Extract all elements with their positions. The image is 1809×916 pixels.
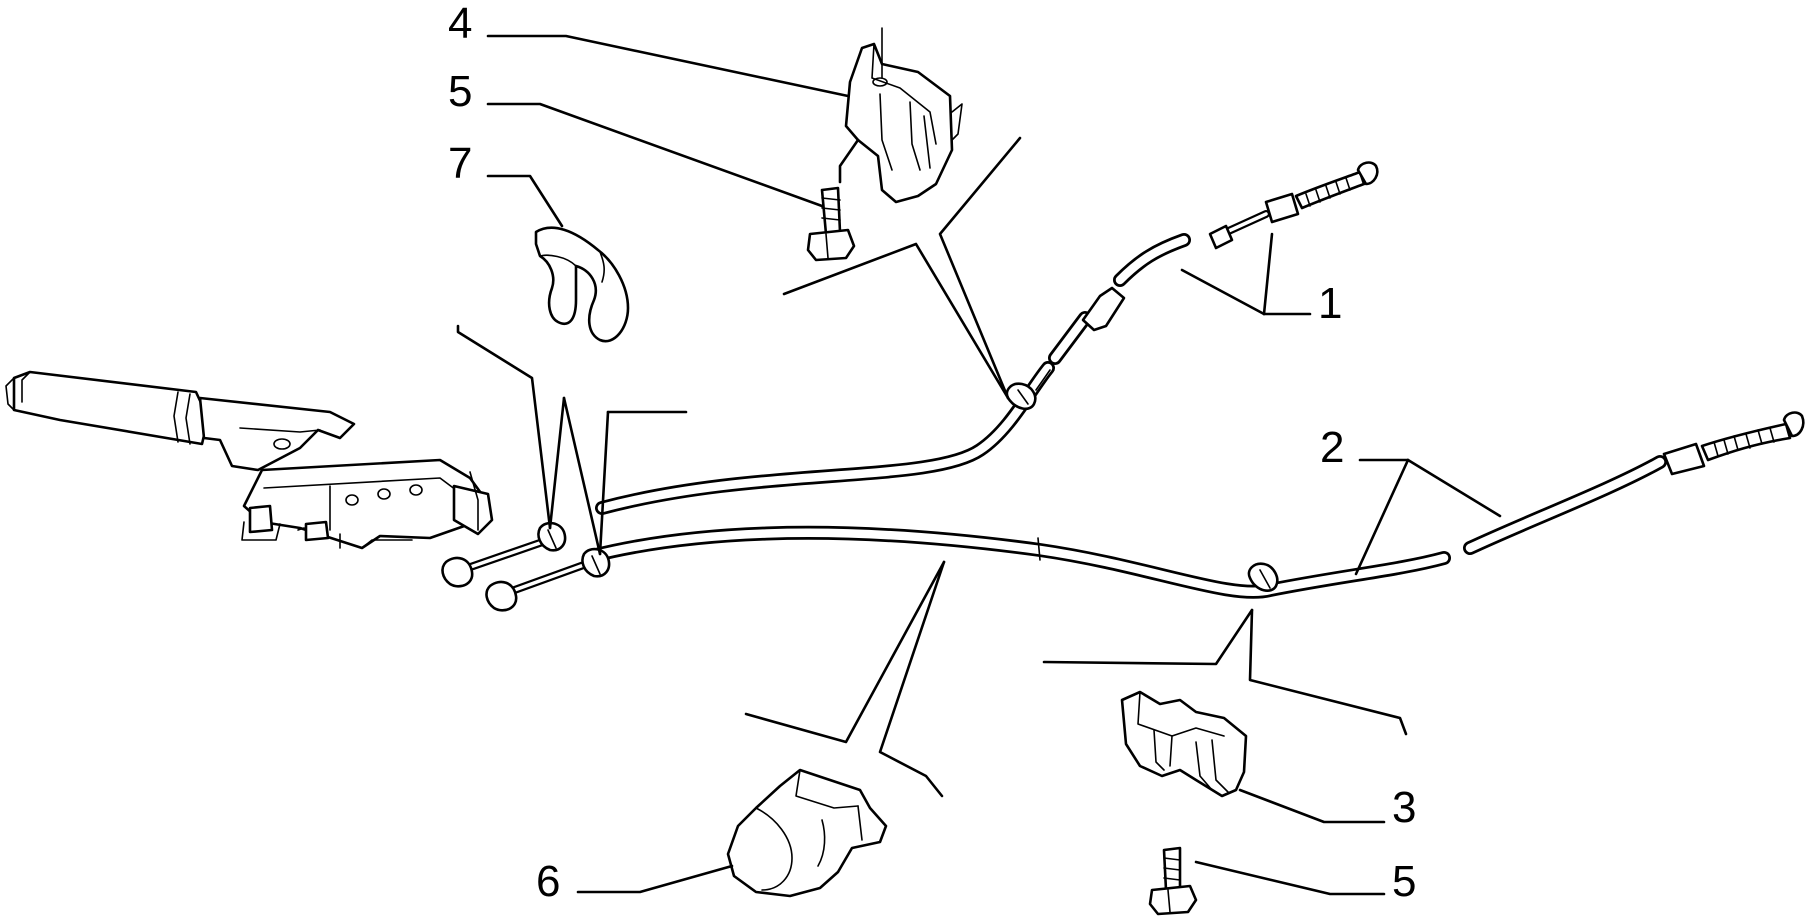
callout-1: 1 xyxy=(1318,279,1342,328)
bolt-5-top xyxy=(806,186,856,262)
cable-1 xyxy=(595,161,1379,515)
callout-5-top: 5 xyxy=(448,67,472,116)
clip-3 xyxy=(1120,690,1248,798)
clamp-7 xyxy=(534,226,630,343)
cable-2 xyxy=(585,411,1805,599)
callout-5-bottom: 5 xyxy=(1392,857,1416,906)
hand-brake-lever xyxy=(5,370,494,550)
bolt-5-bottom xyxy=(1148,846,1198,916)
callout-3: 3 xyxy=(1392,783,1416,832)
callout-labels: 4 5 7 1 2 3 5 6 xyxy=(448,0,1416,906)
leader-lines xyxy=(456,34,1502,896)
callout-6: 6 xyxy=(536,857,560,906)
cable-end-fittings xyxy=(441,521,611,612)
clip-6 xyxy=(726,768,888,898)
clip-bracket-4 xyxy=(844,27,963,204)
callout-2: 2 xyxy=(1320,423,1344,472)
callout-4: 4 xyxy=(448,0,472,48)
callout-7: 7 xyxy=(448,139,472,188)
